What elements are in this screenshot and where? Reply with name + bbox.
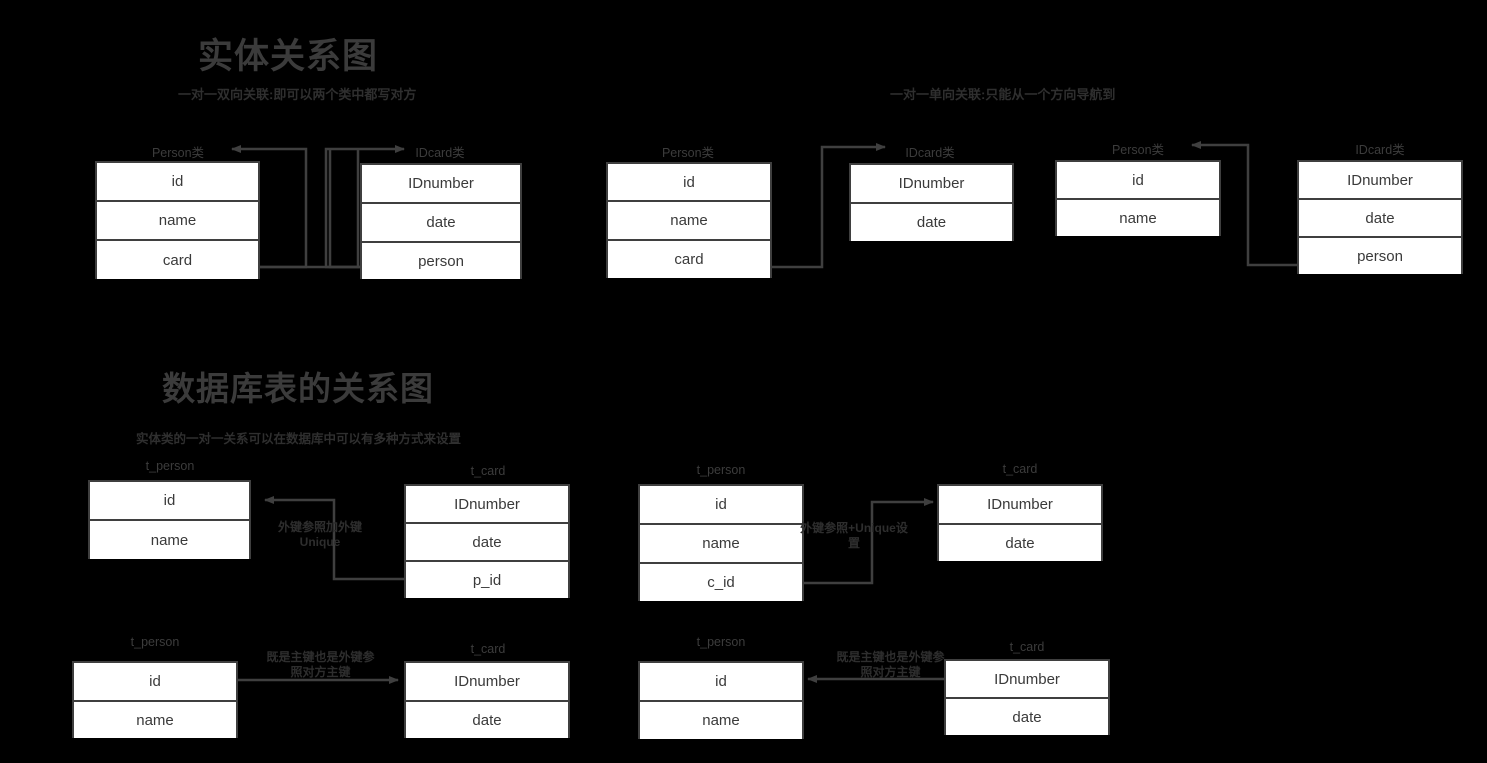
field-row: name	[640, 525, 802, 564]
field-row: date	[1299, 200, 1461, 238]
class-label-idcard-2: IDcard类	[905, 146, 955, 160]
table-label-tperson-5: t_person	[696, 463, 746, 477]
field-row: person	[362, 243, 520, 279]
field-row: c_id	[640, 564, 802, 601]
field-row: date	[406, 702, 568, 738]
edge-label-6: 既是主键也是外键参 照对方主键	[266, 650, 375, 679]
field-row: name	[74, 702, 236, 738]
field-row: name	[1057, 200, 1219, 236]
field-row: name	[90, 521, 249, 559]
table-box-tperson-5: id name c_id	[638, 484, 804, 601]
class-box-idcard-1: IDnumber date person	[360, 163, 522, 279]
field-row: IDnumber	[851, 165, 1012, 204]
table-label-tperson-6: t_person	[130, 635, 180, 649]
table-label-tcard-5: t_card	[1002, 462, 1038, 476]
edge-label-7: 既是主键也是外键参 照对方主键	[836, 650, 945, 679]
edge-label-5: 外键参照+Unique设 置	[800, 521, 908, 550]
table-box-tcard-5: IDnumber date	[937, 484, 1103, 561]
table-label-tcard-7: t_card	[1009, 640, 1045, 654]
field-row: IDnumber	[946, 661, 1108, 699]
wire-1-card-to-idcard	[260, 149, 360, 269]
field-row: id	[608, 164, 770, 202]
field-row: p_id	[406, 562, 568, 598]
field-row: id	[97, 163, 258, 202]
entity-section-title: 实体关系图	[198, 37, 379, 76]
database-section-title: 数据库表的关系图	[162, 370, 434, 407]
field-row: date	[939, 525, 1101, 561]
table-box-tcard-4: IDnumber date p_id	[404, 484, 570, 598]
field-row: name	[608, 202, 770, 241]
class-label-person-3: Person类	[1111, 143, 1165, 157]
field-row: IDnumber	[1299, 162, 1461, 200]
entity-bidirectional-caption: 一对一双向关联:即可以两个类中都写对方	[178, 87, 417, 102]
class-label-idcard-3: IDcard类	[1355, 143, 1405, 157]
field-row: IDnumber	[939, 486, 1101, 525]
table-box-tcard-7: IDnumber date	[944, 659, 1110, 735]
class-label-idcard-1: IDcard类	[415, 146, 465, 160]
field-row: date	[946, 699, 1108, 735]
field-row: date	[362, 204, 520, 243]
class-box-person-1: id name card	[95, 161, 260, 279]
field-row: card	[608, 241, 770, 278]
field-row: name	[97, 202, 258, 241]
class-label-person-2: Person类	[661, 146, 715, 160]
class-box-person-3: id name	[1055, 160, 1221, 236]
wire-1-person-to-person	[328, 149, 360, 269]
table-box-tperson-6: id name	[72, 661, 238, 738]
field-row: id	[640, 663, 802, 702]
table-label-tperson-7: t_person	[696, 635, 746, 649]
field-row: date	[851, 204, 1012, 241]
field-row: person	[1299, 238, 1461, 274]
class-label-person-1: Person类	[151, 146, 205, 160]
field-row: id	[74, 663, 236, 702]
field-row: IDnumber	[362, 165, 520, 204]
field-row: id	[1057, 162, 1219, 200]
class-box-idcard-2: IDnumber date	[849, 163, 1014, 241]
field-row: name	[640, 702, 802, 739]
database-section-caption: 实体类的一对一关系可以在数据库中可以有多种方式来设置	[136, 432, 462, 446]
table-box-tperson-7: id name	[638, 661, 804, 739]
entity-unidirectional-caption: 一对一单向关联:只能从一个方向导航到	[890, 87, 1116, 102]
field-row: IDnumber	[406, 486, 568, 524]
class-box-idcard-3: IDnumber date person	[1297, 160, 1463, 274]
class-box-person-2: id name card	[606, 162, 772, 278]
field-row: id	[640, 486, 802, 525]
table-label-tcard-4: t_card	[470, 464, 506, 478]
field-row: date	[406, 524, 568, 562]
table-label-tperson-4: t_person	[145, 459, 195, 473]
field-row: id	[90, 482, 249, 521]
field-row: IDnumber	[406, 663, 568, 702]
field-row: card	[97, 241, 258, 279]
edge-label-4: 外键参照加外键 Unique	[277, 520, 362, 549]
table-label-tcard-6: t_card	[470, 642, 506, 656]
table-box-tcard-6: IDnumber date	[404, 661, 570, 738]
table-box-tperson-4: id name	[88, 480, 251, 559]
